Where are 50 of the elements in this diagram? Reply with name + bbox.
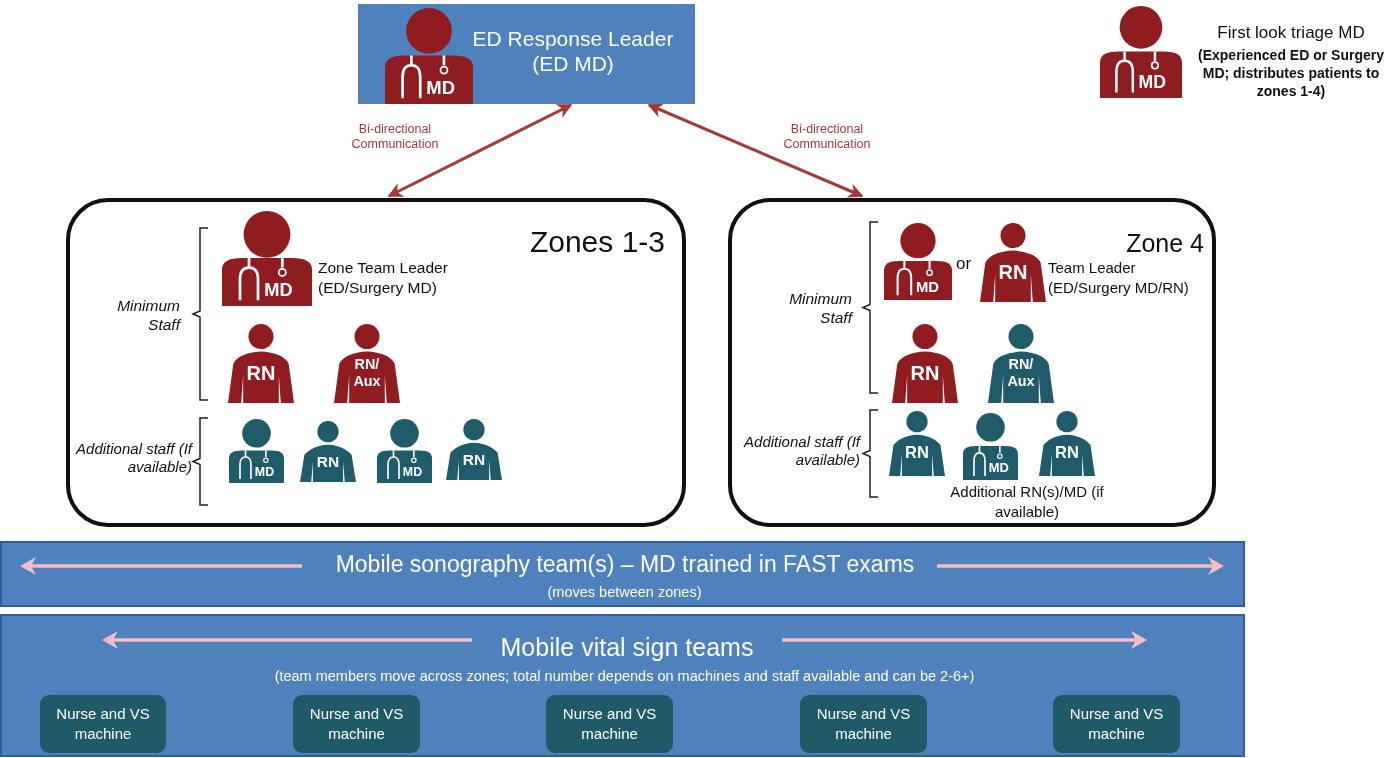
band-subtitle: (moves between zones): [546, 584, 703, 602]
band-subtitle: (team members move across zones; total number depends on machines and staff available and can be 2-6+): [273, 668, 976, 686]
zone-box: [728, 198, 1216, 527]
role-label: RN: [245, 362, 277, 386]
role-label: MD: [1138, 73, 1166, 92]
team-band: [0, 614, 1245, 757]
role-label: MD: [254, 466, 275, 479]
role-label: MD: [915, 279, 939, 295]
role-label: RN: [315, 452, 341, 471]
team-box: [40, 695, 166, 753]
figure-caption: (Experienced ED or Surgery MD; distributes patients to zones 1-4): [1197, 46, 1385, 101]
staff-group-label: Additional staff (If available): [742, 433, 860, 469]
team-label: Nurse and VS machine: [815, 703, 912, 744]
figure-caption: Additional RN(s)/MD (if available): [949, 482, 1105, 521]
zone-box: [66, 198, 686, 527]
figure-caption: Zone Team Leader (ED/Surgery MD): [318, 258, 449, 299]
team-label: Nurse and VS machine: [1068, 703, 1165, 744]
band-title: Mobile vital sign teams: [499, 632, 755, 662]
team-band: [0, 541, 1245, 607]
figure-caption: Team Leader (ED/Surgery MD/RN): [1048, 258, 1190, 297]
team-label: Nurse and VS machine: [55, 703, 151, 744]
role-label: RN: [909, 362, 941, 386]
role-label: MD: [426, 78, 455, 98]
arrow: [647, 103, 864, 198]
role-label: RN/ Aux: [1006, 356, 1036, 390]
role-label: MD: [988, 462, 1009, 476]
role-label: RN: [461, 450, 487, 469]
team-box: [800, 695, 927, 753]
connector-word: or: [956, 254, 973, 275]
leader-title: ED Response Leader (ED MD): [471, 26, 675, 77]
role-label: RN: [1054, 443, 1080, 463]
figure-caption: First look triage MD: [1216, 22, 1366, 44]
role-label: MD: [402, 466, 423, 479]
staff-group-label: Minimum Staff: [788, 290, 852, 328]
zone-title: Zone 4: [1125, 228, 1204, 258]
band-title: Mobile sonography team(s) – MD trained in FAST exams: [334, 551, 916, 579]
role-label: RN/ Aux: [352, 356, 382, 390]
team-box: [546, 695, 673, 753]
team-box: [293, 695, 420, 753]
staff-group-label: Additional staff (If available): [74, 440, 192, 476]
staff-group-label: Minimum Staff: [116, 297, 180, 335]
zone-title: Zones 1-3: [528, 224, 665, 260]
team-label: Nurse and VS machine: [561, 703, 658, 744]
arrow: [387, 103, 573, 198]
role-label: RN: [997, 261, 1029, 285]
role-label: RN: [904, 443, 930, 463]
team-box: [1053, 695, 1180, 753]
role-label: MD: [264, 281, 293, 300]
leader-box: [358, 4, 695, 104]
team-label: Nurse and VS machine: [308, 703, 405, 744]
